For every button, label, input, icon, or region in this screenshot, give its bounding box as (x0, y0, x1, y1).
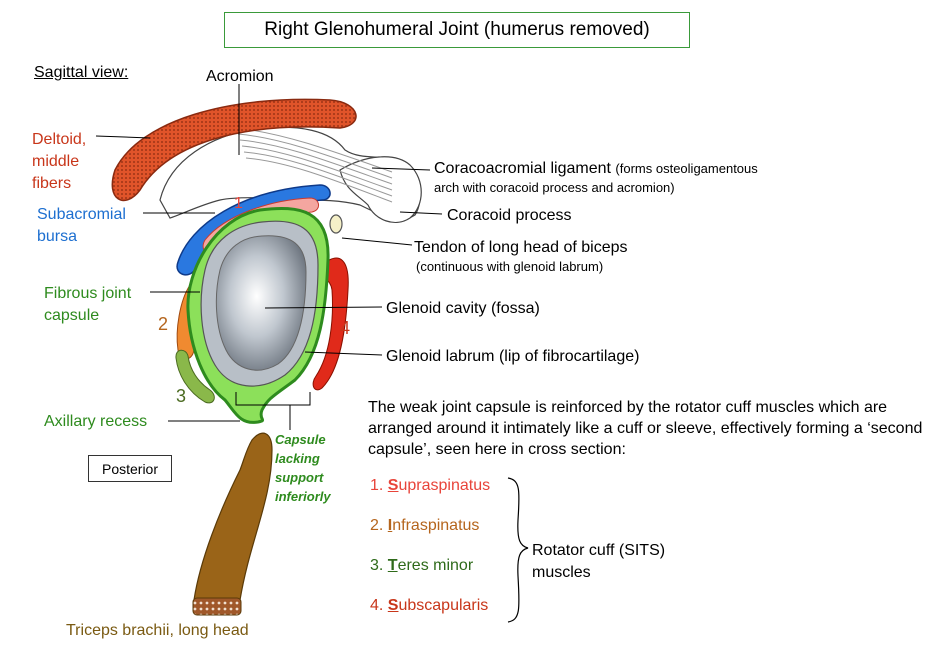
subacromial-label-line2: bursa (37, 228, 78, 245)
leader-lines (95, 84, 443, 430)
deltoid-label-line1: Deltoid, (32, 131, 87, 148)
label-number-4: 4 (340, 318, 351, 338)
deltoid-label-line2: middle (32, 153, 80, 170)
diagram-title: Right Glenohumeral Joint (humerus remove… (224, 12, 690, 48)
label-number-1: 1 (234, 195, 243, 212)
deltoid-muscle (111, 98, 357, 202)
biceps-label: Tendon of long head of biceps (414, 239, 628, 256)
coracoacromial-label-note2: arch with coracoid process and acromion) (434, 180, 675, 195)
cuff-item-teres-minor: 3. Teres minor (370, 557, 474, 574)
posterior-label: Posterior (88, 455, 172, 482)
rotator-cuff-label-line2: muscles (532, 564, 591, 581)
deltoid-label-line3: fibers (32, 175, 72, 192)
coracoacromial-ligament (234, 127, 393, 203)
coracoacromial-label-main: Coracoacromial ligament (434, 160, 611, 177)
fibrous-label-line2: capsule (44, 307, 100, 324)
axillary-label: Axillary recess (44, 413, 148, 430)
subscapularis-muscle (312, 257, 349, 391)
glenoid-labrum-label: Glenoid labrum (lip of fibrocartilage) (386, 348, 640, 365)
rotator-cuff-brace (507, 477, 529, 623)
triceps-muscle (193, 432, 273, 601)
label-number-2: 2 (158, 314, 169, 334)
triceps-label: Triceps brachii, long head (66, 622, 249, 639)
cuff-item-subscapularis: 4. Subscapularis (370, 597, 489, 614)
glenoid-cavity-label: Glenoid cavity (fossa) (386, 300, 540, 317)
teres-minor-muscle (175, 349, 215, 404)
coracoacromial-label-note: (forms osteoligamentous (615, 161, 758, 176)
view-label: Sagittal view: (34, 64, 129, 81)
biceps-tendon (329, 214, 343, 234)
capsule-note-label: Capsule lacking support inferiorly (275, 432, 331, 504)
fibrous-label-line1: Fibrous joint (44, 285, 132, 302)
label-number-3: 3 (176, 386, 187, 406)
coracoacromial-label: Coracoacromial ligament (forms osteoliga… (434, 158, 758, 179)
cuff-item-supraspinatus: 1. Supraspinatus (370, 477, 491, 494)
cuff-item-infraspinatus: 2. Infraspinatus (370, 517, 480, 534)
acromion-label: Acromion (206, 68, 274, 85)
subacromial-label-line1: Subacromial (37, 206, 126, 223)
description-paragraph: The weak joint capsule is reinforced by … (368, 399, 923, 458)
glenoid-cavity (215, 235, 307, 371)
coracoid-label: Coracoid process (447, 207, 572, 224)
rotator-cuff-label-line1: Rotator cuff (SITS) (532, 542, 666, 559)
biceps-note-label: (continuous with glenoid labrum) (416, 259, 604, 274)
triceps-tendon-end (192, 597, 242, 616)
